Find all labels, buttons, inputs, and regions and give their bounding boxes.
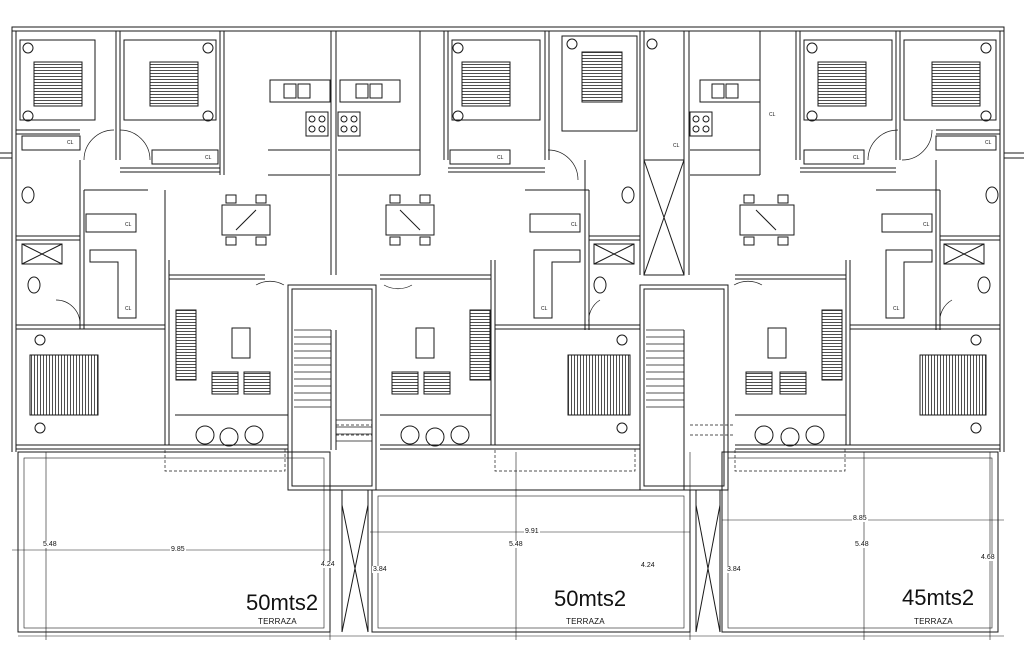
bed bbox=[123, 39, 217, 121]
dimension-label: 5.48 bbox=[42, 541, 58, 548]
dining-table bbox=[739, 194, 795, 246]
nightstands bbox=[22, 38, 992, 434]
unit-2-terrace-label: TERRAZA bbox=[566, 617, 605, 626]
closet-mark: CL bbox=[66, 140, 75, 146]
sofa bbox=[745, 309, 843, 395]
unit-3-terrace-label: TERRAZA bbox=[914, 617, 953, 626]
terrace-furniture bbox=[195, 425, 825, 447]
dimension-label: 9.85 bbox=[170, 546, 186, 553]
door-swings bbox=[55, 129, 953, 325]
bathroom-fixtures bbox=[21, 186, 999, 294]
dining-table bbox=[385, 194, 435, 246]
closet-mark: CL bbox=[852, 155, 861, 161]
unit-2-area: 50mts2 bbox=[554, 586, 627, 611]
exterior-walls bbox=[0, 26, 1024, 452]
closet-mark: CL bbox=[124, 222, 133, 228]
dimension-label: 8.85 bbox=[852, 515, 868, 522]
unit-1-area: 50mts2 bbox=[246, 590, 319, 615]
sofa bbox=[391, 309, 491, 395]
dimension-label: 4.24 bbox=[320, 561, 336, 568]
closet-mark: CL bbox=[984, 140, 993, 146]
stair-core-right bbox=[639, 159, 729, 633]
dimension-label: 5.48 bbox=[508, 541, 524, 548]
unit-1-walls bbox=[16, 31, 330, 450]
closet-mark: CL bbox=[496, 155, 505, 161]
closets bbox=[21, 135, 997, 319]
bed bbox=[561, 35, 638, 132]
bed bbox=[803, 39, 893, 121]
unit-3-walls bbox=[690, 31, 1000, 450]
dimension-label: 3.84 bbox=[726, 566, 742, 573]
dimension-label: 5.48 bbox=[854, 541, 870, 548]
bed bbox=[567, 354, 631, 416]
bed bbox=[19, 39, 96, 121]
closet-mark: CL bbox=[204, 155, 213, 161]
closet-mark: CL bbox=[768, 112, 777, 118]
closet-mark: CL bbox=[570, 222, 579, 228]
closet-mark: CL bbox=[672, 143, 681, 149]
closet-mark: CL bbox=[892, 306, 901, 312]
terraces bbox=[17, 424, 999, 633]
bed bbox=[29, 354, 99, 416]
dimension-label: 9.91 bbox=[524, 528, 540, 535]
dimension-label: 4.68 bbox=[980, 554, 996, 561]
dining-table bbox=[221, 194, 271, 246]
closet-mark: CL bbox=[922, 222, 931, 228]
bed bbox=[919, 354, 987, 416]
closet-mark: CL bbox=[124, 306, 133, 312]
kitchen bbox=[269, 79, 761, 137]
unit-3-area: 45mts2 bbox=[902, 585, 975, 610]
bed bbox=[451, 39, 541, 121]
unit-1-terrace-label: TERRAZA bbox=[258, 617, 297, 626]
sofa bbox=[175, 309, 271, 395]
stair-core-left bbox=[287, 284, 377, 633]
closet-mark: CL bbox=[540, 306, 549, 312]
bed bbox=[903, 39, 997, 121]
dimension-label: 4.24 bbox=[640, 562, 656, 569]
dimension-label: 3.84 bbox=[372, 566, 388, 573]
